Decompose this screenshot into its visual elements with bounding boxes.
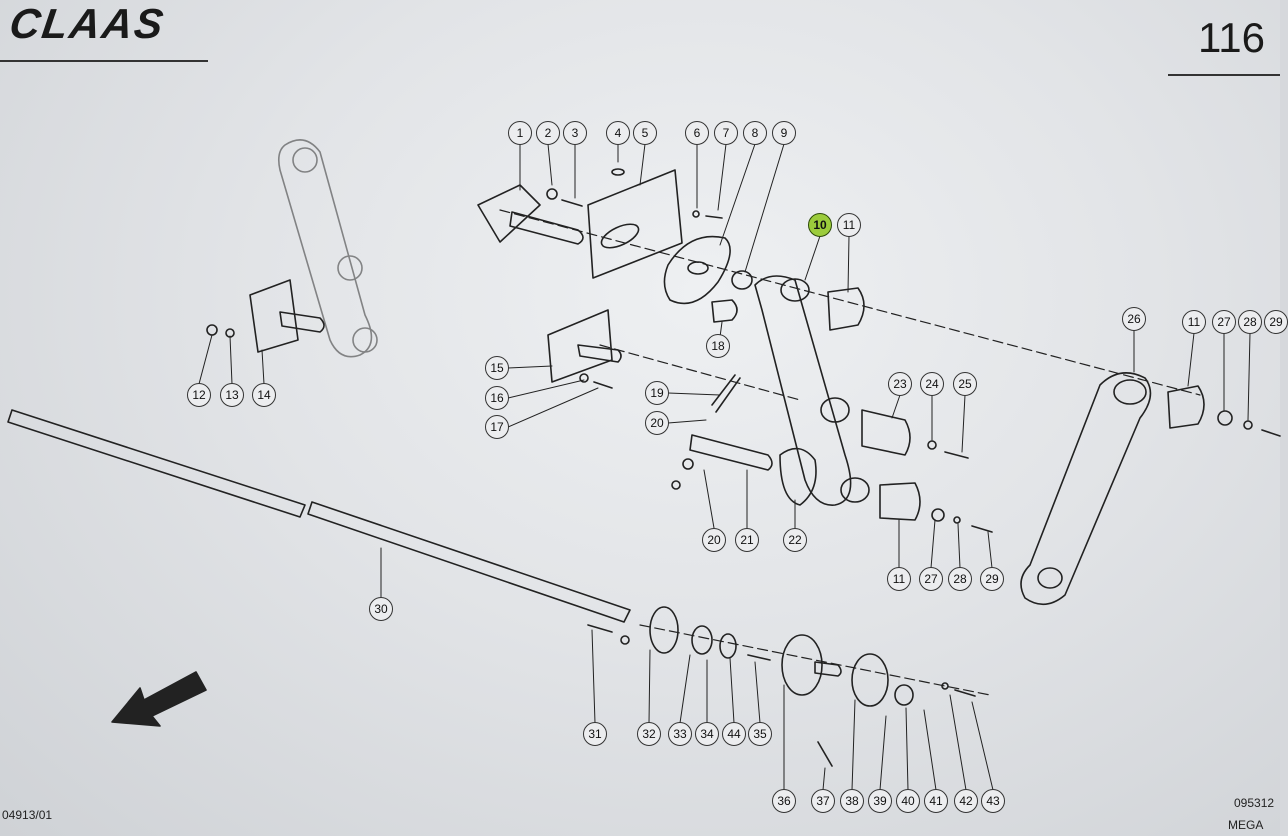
callout-1: 1 <box>508 121 532 145</box>
callout-32: 32 <box>637 722 661 746</box>
bracket-plate-14 <box>206 279 325 353</box>
callout-42: 42 <box>954 789 978 813</box>
callout-11-right: 11 <box>1182 310 1206 334</box>
callout-44: 44 <box>722 722 746 746</box>
ghost-arm <box>278 139 378 358</box>
callout-8: 8 <box>743 121 767 145</box>
bracket-plate-15 <box>547 309 622 389</box>
footer-right-code: 095312 <box>1234 796 1275 810</box>
callout-41: 41 <box>924 789 948 813</box>
callout-14: 14 <box>252 383 276 407</box>
callout-5: 5 <box>633 121 657 145</box>
callout-29-lower: 29 <box>980 567 1004 591</box>
callout-20: 20 <box>645 411 669 435</box>
callout-28-lower: 28 <box>948 567 972 591</box>
callout-11-lower: 11 <box>887 567 911 591</box>
header-rule-right <box>1168 74 1280 76</box>
callout-10-highlighted[interactable]: 10 <box>808 213 832 237</box>
callout-39: 39 <box>868 789 892 813</box>
callout-12: 12 <box>187 383 211 407</box>
callout-22: 22 <box>783 528 807 552</box>
bush-18 <box>711 299 738 323</box>
header-rule-left <box>0 60 208 62</box>
direction-arrow-icon <box>111 671 207 727</box>
bushes <box>827 287 921 521</box>
bracket-plate-1 <box>477 184 584 245</box>
callout-4: 4 <box>606 121 630 145</box>
disc-8 <box>663 210 731 305</box>
gasket-5 <box>587 168 683 279</box>
long-shaft-30 <box>7 409 631 623</box>
nut-9 <box>731 270 753 290</box>
page-number: 116 <box>1198 14 1265 61</box>
callout-9: 9 <box>772 121 796 145</box>
callout-18: 18 <box>706 334 730 358</box>
callout-43: 43 <box>981 789 1005 813</box>
callout-28-right: 28 <box>1238 310 1262 334</box>
long-arm-26 <box>1020 372 1281 606</box>
callout-27-right: 27 <box>1212 310 1236 334</box>
callout-34: 34 <box>695 722 719 746</box>
callout-6: 6 <box>685 121 709 145</box>
footer-left-code: 04913/01 <box>2 808 53 822</box>
callout-7: 7 <box>714 121 738 145</box>
bolts-right <box>927 440 993 533</box>
callout-24: 24 <box>920 372 944 396</box>
pin-19 <box>711 374 741 413</box>
callout-40: 40 <box>896 789 920 813</box>
callout-27-lower: 27 <box>919 567 943 591</box>
callout-33: 33 <box>668 722 692 746</box>
callout-3: 3 <box>563 121 587 145</box>
callout-25: 25 <box>953 372 977 396</box>
callout-31: 31 <box>583 722 607 746</box>
lever-arm-10 <box>754 275 870 506</box>
shaft-21 <box>671 434 773 490</box>
callout-16: 16 <box>485 386 509 410</box>
lower-hubs <box>587 606 976 767</box>
callout-30: 30 <box>369 597 393 621</box>
callout-19: 19 <box>645 381 669 405</box>
center-axis-lines <box>499 209 1201 696</box>
callout-36: 36 <box>772 789 796 813</box>
callout-29-right: 29 <box>1264 310 1288 334</box>
callout-13: 13 <box>220 383 244 407</box>
callout-35: 35 <box>748 722 772 746</box>
callout-11: 11 <box>837 213 861 237</box>
callout-37: 37 <box>811 789 835 813</box>
callout-17: 17 <box>485 415 509 439</box>
callout-38: 38 <box>840 789 864 813</box>
leader-lines <box>198 143 1251 791</box>
callout-2: 2 <box>536 121 560 145</box>
callout-20-lower: 20 <box>702 528 726 552</box>
callout-15: 15 <box>485 356 509 380</box>
callout-26: 26 <box>1122 307 1146 331</box>
footer-model: MEGA <box>1228 818 1264 832</box>
callout-23: 23 <box>888 372 912 396</box>
callout-21: 21 <box>735 528 759 552</box>
